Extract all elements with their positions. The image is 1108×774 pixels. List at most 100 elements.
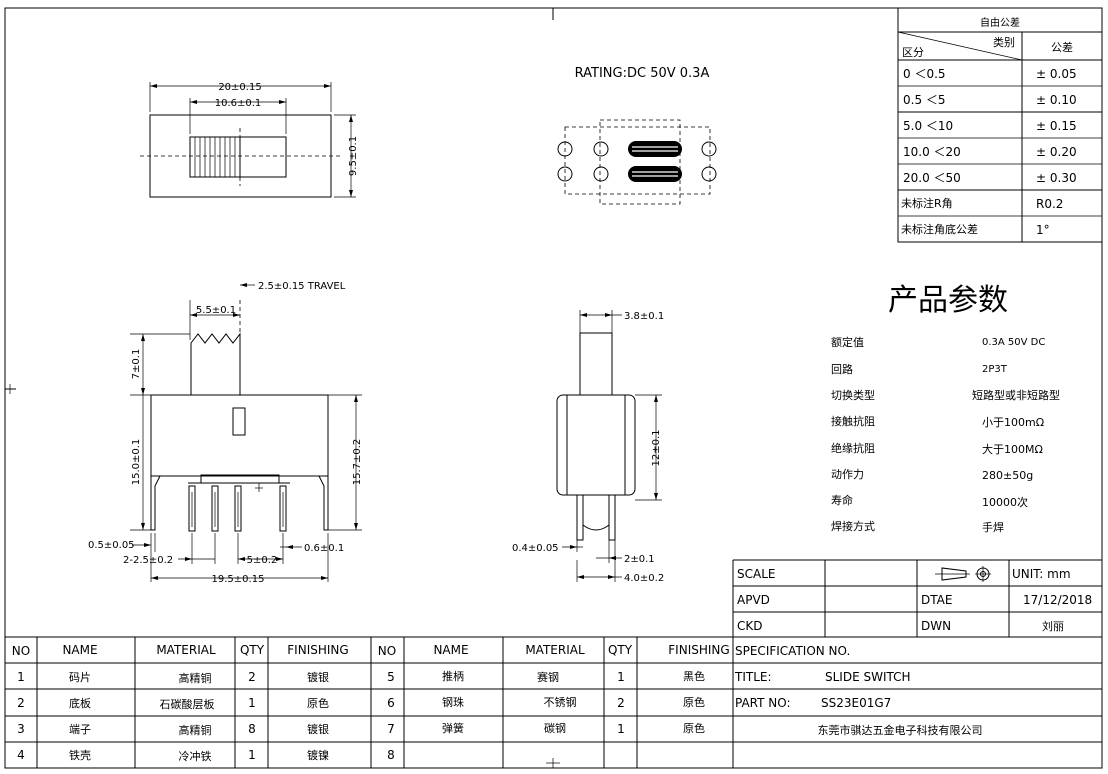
bom-col-header: NAME [62, 643, 97, 657]
dim-3-8: 3.8±0.1 [624, 311, 664, 322]
table-row: 2 底板 石碳酸层板 1 原色 6 钢珠 不锈钢 2 原色 [17, 695, 705, 711]
bom-col-header: QTY [608, 643, 633, 657]
dim-15: 15.0±0.1 [131, 439, 142, 486]
pad-oval [628, 141, 682, 157]
bom-cell: 赛钢 [537, 670, 559, 684]
bom-cell: 1 [248, 748, 256, 762]
bom-header: NO NAME MATERIAL QTY FINISHING NO NAME M… [12, 643, 730, 658]
bom-col-header: NAME [433, 643, 468, 657]
bom-cell: 原色 [683, 721, 705, 735]
col-tolerance: 公差 [1051, 40, 1073, 54]
rating-label: RATING:DC 50V 0.3A [575, 66, 710, 81]
tol-value: ± 0.10 [1036, 93, 1077, 107]
title-value: SLIDE SWITCH [825, 670, 911, 684]
param-label: 动作力 [831, 468, 864, 481]
bom-cell: 镀银 [307, 670, 329, 684]
dim-2: 2±0.1 [624, 554, 655, 565]
slider-slot [189, 136, 287, 178]
tol-range: 0.5 ＜5 [903, 93, 946, 107]
bom-col-header: FINISHING [668, 643, 729, 657]
front-body [150, 394, 329, 477]
table-row: 4 铁壳 冷冲铁 1 镀镍 8 [17, 748, 395, 763]
tol-range: 20.0 ＜50 [903, 171, 961, 185]
dim-15-7: 15.7±0.2 [352, 439, 363, 486]
bom-cell: 底板 [69, 696, 91, 710]
dim-4: 4.0±0.2 [624, 573, 664, 584]
bom-cell: 弹簧 [442, 721, 464, 735]
bom-cell: 高精铜 [179, 723, 212, 737]
tolerance-table: 自由公差 类别 区分 公差 0 ＜0.5 ± 0.05 0.5 ＜5 ± 0.1… [897, 7, 1103, 243]
bom-cell: 2 [17, 696, 25, 710]
bom-cell: 码片 [69, 671, 91, 684]
bom-cell: 镀银 [307, 722, 329, 736]
window [232, 407, 246, 436]
title-block: SCALE UNIT: mm APVD DTAE 17/12/2018 CKD … [732, 559, 1102, 768]
bom-cell: 高精铜 [179, 671, 212, 685]
bom-cell: 1 [17, 670, 25, 684]
dim-20: 20±0.15 [218, 82, 261, 93]
bom-cell: 7 [387, 722, 395, 736]
pad-oval [628, 166, 682, 182]
bom-cell: 4 [17, 748, 25, 762]
param-label: 切换类型 [831, 388, 875, 402]
bom-cell: 2 [617, 696, 625, 710]
tol-range: 10.0 ＜20 [903, 145, 961, 159]
bom-cell: 碳钢 [544, 721, 566, 735]
param-label: 焊接方式 [831, 519, 875, 533]
tol-value: 1° [1036, 223, 1050, 237]
product-params: 产品参数 额定值 0.3A 50V DC 回路 2P3T 切换类型 短路型或非短… [831, 283, 1060, 534]
dim-5-5: 5.5±0.1 [196, 305, 236, 316]
col-category: 类别 [993, 35, 1015, 49]
tol-range: 5.0 ＜10 [903, 119, 953, 133]
tol-value: ± 0.20 [1036, 145, 1077, 159]
bom-col-header: MATERIAL [525, 643, 585, 657]
param-value: 小于100mΩ [982, 416, 1044, 429]
param-value: 2P3T [982, 364, 1008, 375]
tol-value: ± 0.15 [1036, 119, 1077, 133]
param-value: 手焊 [982, 520, 1004, 534]
table-row: 3 端子 高精铜 8 镀银 7 弹簧 碳钢 1 原色 [17, 721, 705, 737]
bom-col-header: FINISHING [287, 643, 348, 657]
param-value: 短路型或非短路型 [972, 388, 1060, 402]
dim-travel: 2.5±0.15 TRAVEL [258, 281, 346, 292]
side-view: 3.8±0.1 12±0.1 0.4±0.05 2±0.1 4.0±0.2 [512, 310, 664, 584]
dim-0-6: 0.6±0.1 [304, 543, 344, 554]
param-value: 0.3A 50V DC [982, 337, 1045, 348]
bom-cell: 冷冲铁 [179, 749, 212, 763]
dwn-label: DWN [921, 619, 951, 633]
param-value: 大于100MΩ [982, 442, 1043, 456]
dim-19-5: 19.5±0.15 [212, 574, 265, 585]
tol-value: ± 0.30 [1036, 171, 1077, 185]
bom-col-header: NO [378, 644, 396, 658]
part-label: PART NO: [735, 696, 791, 710]
bom-cell: 推柄 [442, 669, 464, 683]
bom-cell: 铁壳 [69, 748, 91, 762]
dim-2-2-5: 2-2.5±0.2 [123, 555, 173, 566]
bom-col-header: QTY [240, 643, 265, 657]
spec-label: SPECIFICATION NO. [735, 644, 850, 658]
bom-cell: 黑色 [683, 669, 705, 683]
param-label: 绝缘抗阻 [831, 441, 875, 455]
bom-col-header: NO [12, 644, 30, 658]
tol-range: 未标注R角 [901, 196, 953, 210]
param-label: 接触抗阻 [831, 414, 875, 428]
apvd-label: APVD [737, 593, 770, 607]
bom-table: NO NAME MATERIAL QTY FINISHING NO NAME M… [5, 636, 733, 768]
bom-cell: 6 [387, 696, 395, 710]
tolerance-title: 自由公差 [980, 16, 1020, 29]
param-label: 寿命 [831, 493, 853, 507]
pcb-footprint [557, 119, 717, 205]
param-value: 10000次 [982, 495, 1028, 509]
part-value: SS23E01G7 [821, 696, 891, 710]
dim-7: 7±0.1 [131, 349, 142, 380]
tol-range: 0 ＜0.5 [903, 67, 946, 81]
ckd-label: CKD [737, 619, 763, 633]
param-label: 回路 [831, 363, 853, 376]
params-title: 产品参数 [888, 283, 1008, 318]
table-row: 1 码片 高精铜 2 镀银 5 推柄 赛钢 1 黑色 [17, 669, 705, 685]
dim-9-5: 9.5±0.1 [348, 136, 359, 176]
front-view: 2.5±0.15 TRAVEL 5.5±0.1 7±0.1 15.0±0.1 1… [88, 281, 363, 585]
dim-0-4: 0.4±0.05 [512, 543, 559, 554]
company-name: 东莞市骐达五金电子科技有限公司 [818, 723, 983, 737]
